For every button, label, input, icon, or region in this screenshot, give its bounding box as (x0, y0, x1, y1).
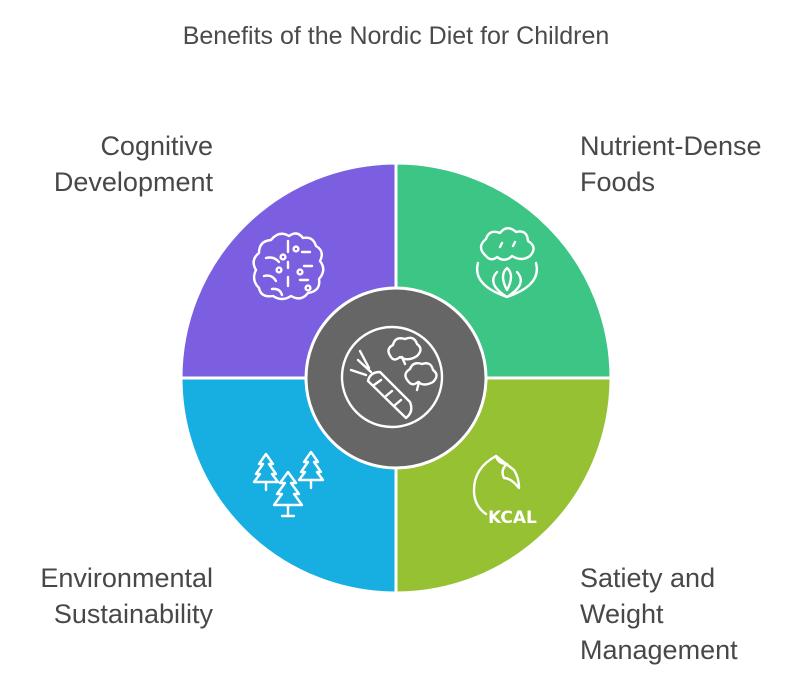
center-circle (304, 286, 488, 470)
flower-icon (475, 227, 539, 299)
brain-icon (252, 232, 325, 301)
label-satiety-weight-management: Satiety and Weight Management (580, 563, 738, 665)
label-environmental-sustainability: Environmental Sustainability (40, 563, 213, 629)
diagram-title: Benefits of the Nordic Diet for Children (182, 22, 610, 50)
kcal-flame-icon: KCAL (472, 454, 537, 528)
kcal-label: KCAL (488, 508, 537, 528)
trees-icon (252, 450, 325, 518)
label-nutrient-dense-foods: Nutrient-Dense Foods (580, 131, 762, 197)
vegetables-icon (340, 325, 444, 429)
label-cognitive-development: Cognitive Development (53, 131, 213, 197)
